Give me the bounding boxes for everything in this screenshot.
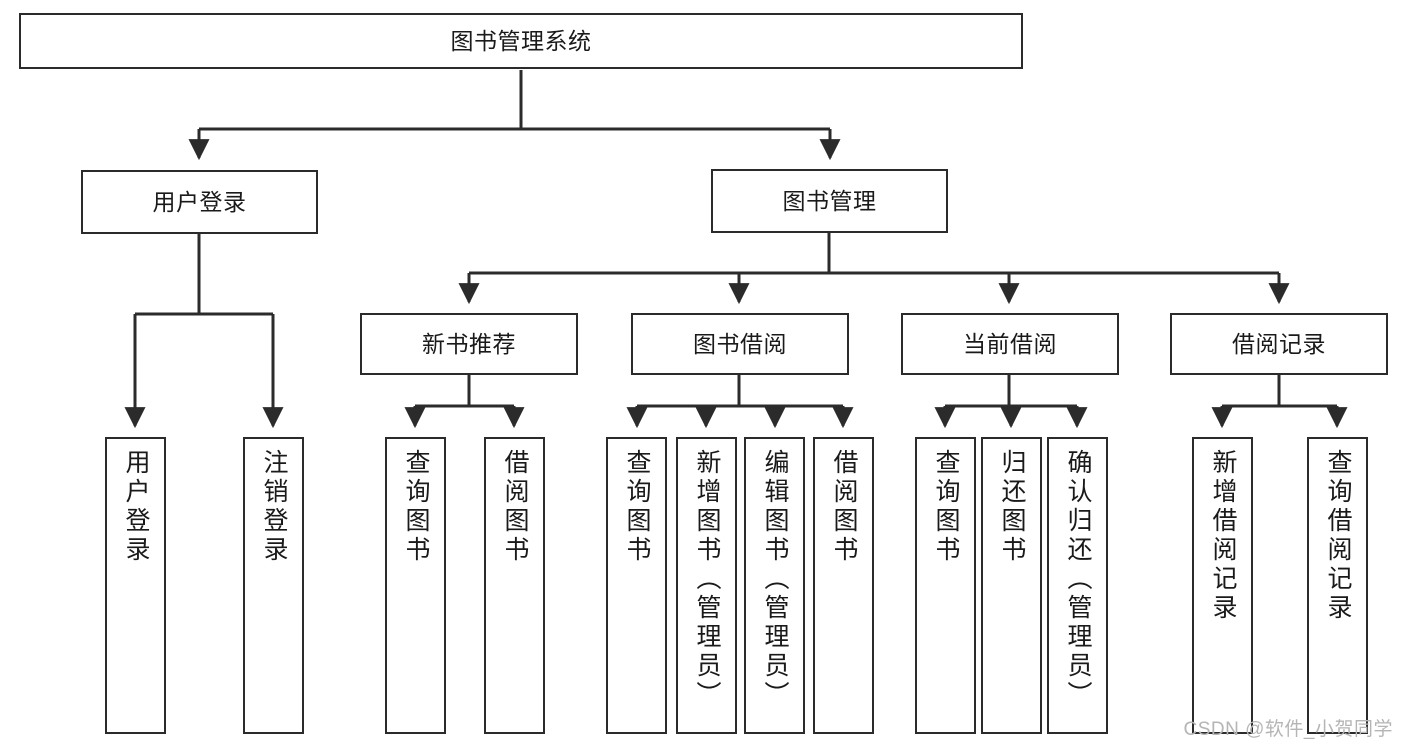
node-label: 当前借阅 bbox=[963, 330, 1057, 357]
node-label: 借阅记录 bbox=[1232, 330, 1326, 357]
node-label: 注销登录 bbox=[260, 449, 288, 565]
node-label: 用户登录 bbox=[152, 188, 247, 215]
node-leaf-return-book[interactable]: 归还图书 bbox=[981, 437, 1042, 734]
node-label: 查询图书 bbox=[932, 449, 960, 565]
node-label: 新增图书（管理员） bbox=[693, 449, 721, 710]
node-root-system[interactable]: 图书管理系统 bbox=[19, 13, 1023, 69]
node-label: 编辑图书（管理员） bbox=[761, 449, 789, 710]
node-label: 借阅图书 bbox=[830, 449, 858, 565]
node-leaf-confirm-return-admin[interactable]: 确认归还（管理员） bbox=[1047, 437, 1108, 734]
node-label: 图书管理 bbox=[782, 187, 877, 214]
node-label: 确认归还（管理员） bbox=[1064, 449, 1092, 710]
node-label: 图书管理系统 bbox=[450, 27, 592, 54]
node-label: 图书借阅 bbox=[693, 330, 787, 357]
node-user-login[interactable]: 用户登录 bbox=[81, 170, 318, 234]
node-label: 借阅图书 bbox=[501, 449, 529, 565]
node-leaf-add-book-admin[interactable]: 新增图书（管理员） bbox=[676, 437, 737, 734]
node-leaf-borrow-book[interactable]: 借阅图书 bbox=[813, 437, 874, 734]
node-new-book-recommend[interactable]: 新书推荐 bbox=[360, 313, 578, 375]
node-leaf-borrow-book-recommend[interactable]: 借阅图书 bbox=[484, 437, 545, 734]
node-label: 查询图书 bbox=[623, 449, 651, 565]
node-label: 新增借阅记录 bbox=[1209, 449, 1237, 623]
node-label: 用户登录 bbox=[122, 449, 150, 565]
node-label: 归还图书 bbox=[998, 449, 1026, 565]
node-leaf-query-book-recommend[interactable]: 查询图书 bbox=[385, 437, 446, 734]
node-leaf-user-login[interactable]: 用户登录 bbox=[105, 437, 166, 734]
node-leaf-query-book[interactable]: 查询图书 bbox=[606, 437, 667, 734]
node-label: 查询图书 bbox=[402, 449, 430, 565]
node-leaf-query-borrow-record[interactable]: 查询借阅记录 bbox=[1307, 437, 1368, 734]
node-leaf-add-borrow-record[interactable]: 新增借阅记录 bbox=[1192, 437, 1253, 734]
node-current-borrow[interactable]: 当前借阅 bbox=[901, 313, 1119, 375]
node-leaf-query-book-current[interactable]: 查询图书 bbox=[915, 437, 976, 734]
node-book-management[interactable]: 图书管理 bbox=[711, 169, 948, 233]
node-leaf-edit-book-admin[interactable]: 编辑图书（管理员） bbox=[744, 437, 805, 734]
node-borrow-record[interactable]: 借阅记录 bbox=[1170, 313, 1388, 375]
node-leaf-user-logout[interactable]: 注销登录 bbox=[243, 437, 304, 734]
node-label: 查询借阅记录 bbox=[1324, 449, 1352, 623]
node-book-borrow[interactable]: 图书借阅 bbox=[631, 313, 849, 375]
node-label: 新书推荐 bbox=[422, 330, 516, 357]
